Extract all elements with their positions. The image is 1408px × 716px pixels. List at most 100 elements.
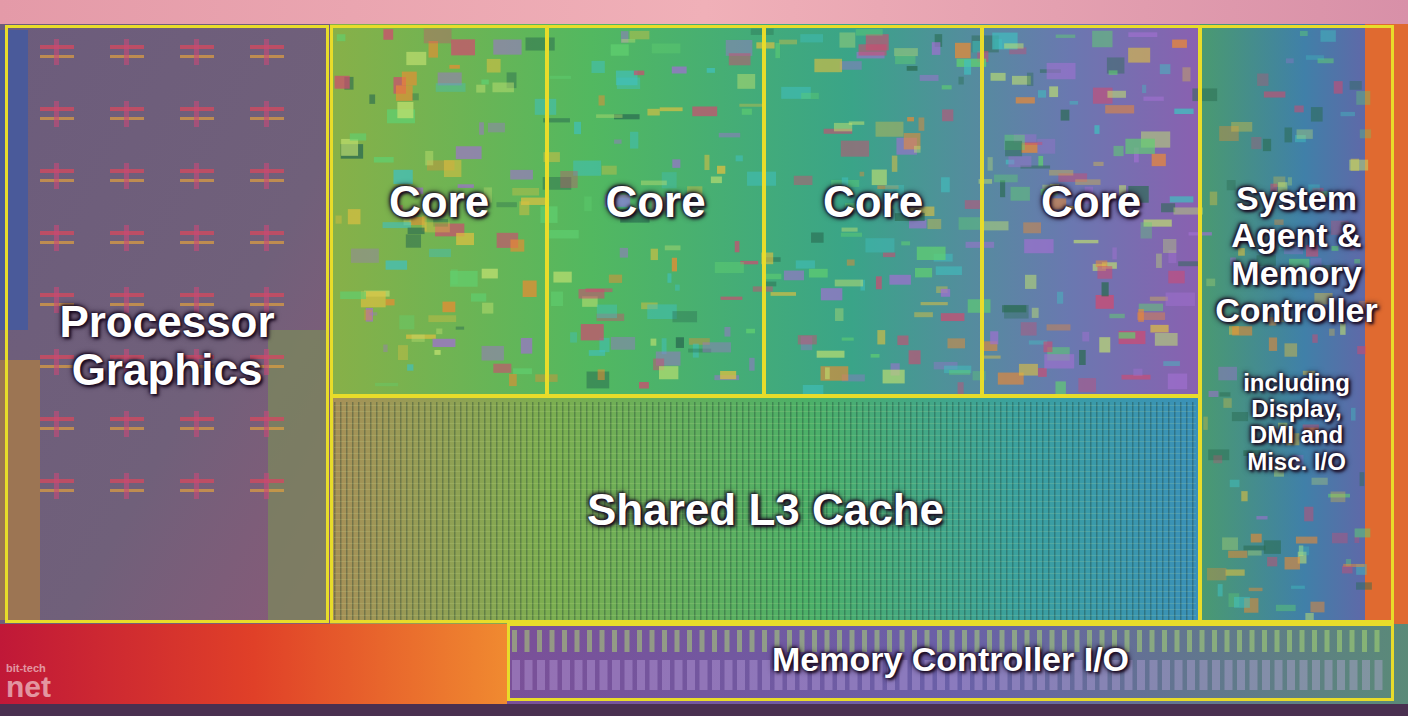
- circuit-texture: [406, 402, 408, 620]
- circuit-texture: [385, 299, 394, 305]
- circuit-texture: [369, 94, 375, 103]
- circuit-texture: [334, 591, 1196, 592]
- circuit-texture: [1042, 402, 1044, 620]
- circuit-texture: [1360, 472, 1365, 486]
- circuit-texture: [700, 630, 705, 652]
- circuit-texture: [1223, 398, 1231, 408]
- circuit-texture: [1027, 73, 1033, 86]
- circuit-texture: [625, 630, 630, 652]
- circuit-texture: [451, 39, 475, 55]
- circuit-texture: [1192, 88, 1217, 101]
- circuit-texture: [970, 402, 972, 620]
- circuit-texture: [650, 660, 658, 690]
- circuit-texture: [1168, 402, 1170, 620]
- circuit-texture: [334, 471, 1196, 472]
- circuit-texture: [1112, 247, 1116, 259]
- circuit-texture: [735, 241, 740, 252]
- circuit-texture: [842, 228, 858, 232]
- circuit-texture: [1166, 293, 1195, 306]
- circuit-texture: [1119, 331, 1146, 344]
- circuit-texture: [341, 139, 358, 156]
- circuit-texture: [1061, 110, 1070, 121]
- circuit-texture: [1008, 156, 1031, 167]
- circuit-texture: [54, 163, 59, 189]
- circuit-texture: [1054, 402, 1056, 620]
- circuit-texture: [1141, 222, 1152, 238]
- circuit-texture: [1094, 125, 1099, 134]
- circuit-texture: [964, 402, 966, 620]
- circuit-texture: [672, 258, 677, 272]
- circuit-texture: [1332, 533, 1348, 543]
- circuit-texture: [334, 441, 1196, 442]
- circuit-texture: [1312, 478, 1328, 485]
- circuit-texture: [991, 73, 1006, 81]
- memory-io-block: Memory Controller I/O: [507, 623, 1394, 701]
- circuit-texture: [482, 269, 498, 279]
- circuit-texture: [1142, 85, 1146, 93]
- circuit-texture: [966, 242, 995, 248]
- circuit-texture: [1210, 192, 1217, 206]
- circuit-texture: [637, 660, 645, 690]
- circuit-texture: [775, 43, 780, 58]
- circuit-texture: [711, 177, 722, 184]
- circuit-texture: [801, 93, 819, 99]
- circuit-texture: [334, 555, 1196, 556]
- circuit-texture: [568, 402, 570, 620]
- circuit-texture: [617, 78, 640, 89]
- circuit-texture: [194, 411, 199, 437]
- circuit-texture: [466, 402, 468, 620]
- circuit-texture: [659, 366, 678, 379]
- circuit-texture: [1128, 32, 1157, 37]
- circuit-texture: [1207, 568, 1226, 580]
- circuit-texture: [406, 52, 426, 65]
- circuit-texture: [460, 402, 462, 620]
- circuit-texture: [1228, 551, 1247, 558]
- circuit-texture: [264, 163, 269, 189]
- circuit-texture: [1074, 240, 1099, 243]
- circuit-texture: [1250, 630, 1255, 652]
- circuit-texture: [537, 660, 545, 690]
- circuit-texture: [724, 327, 730, 337]
- circuit-texture: [264, 225, 269, 251]
- circuit-texture: [889, 275, 910, 285]
- circuit-texture: [602, 166, 617, 175]
- circuit-texture: [883, 370, 905, 384]
- circuit-texture: [1125, 139, 1154, 154]
- circuit-texture: [614, 140, 621, 144]
- system-agent-block: System Agent & Memory Controllerincludin…: [1199, 25, 1394, 623]
- circuit-texture: [334, 459, 1196, 460]
- circuit-texture: [1331, 491, 1346, 502]
- circuit-texture: [1133, 369, 1142, 376]
- circuit-texture: [1356, 91, 1370, 105]
- circuit-texture: [1275, 630, 1280, 652]
- circuit-texture: [394, 402, 396, 620]
- circuit-texture: [400, 402, 402, 620]
- circuit-texture: [1294, 106, 1303, 113]
- circuit-texture: [865, 238, 894, 252]
- circuit-texture: [1267, 557, 1277, 566]
- circuit-texture: [1000, 180, 1005, 197]
- circuit-texture: [1155, 333, 1178, 346]
- circuit-texture: [921, 302, 948, 305]
- circuit-texture: [600, 630, 605, 652]
- circuit-texture: [972, 41, 980, 53]
- circuit-texture: [720, 371, 736, 379]
- circuit-texture: [1360, 129, 1371, 138]
- circuit-texture: [1284, 343, 1297, 356]
- circuit-texture: [1203, 417, 1207, 430]
- circuit-texture: [762, 660, 770, 690]
- circuit-texture: [675, 630, 680, 652]
- circuit-texture: [1150, 402, 1152, 620]
- circuit-texture: [817, 351, 845, 358]
- circuit-texture: [1257, 73, 1268, 85]
- circuit-texture: [599, 95, 605, 105]
- circuit-texture: [382, 402, 384, 620]
- circuit-texture: [651, 339, 657, 346]
- circuit-texture: [418, 402, 420, 620]
- circuit-texture: [1023, 222, 1041, 233]
- circuit-texture: [560, 171, 577, 188]
- circuit-texture: [358, 402, 360, 620]
- circuit-texture: [570, 332, 577, 342]
- circuit-texture: [334, 543, 1196, 544]
- circuit-texture: [54, 225, 59, 251]
